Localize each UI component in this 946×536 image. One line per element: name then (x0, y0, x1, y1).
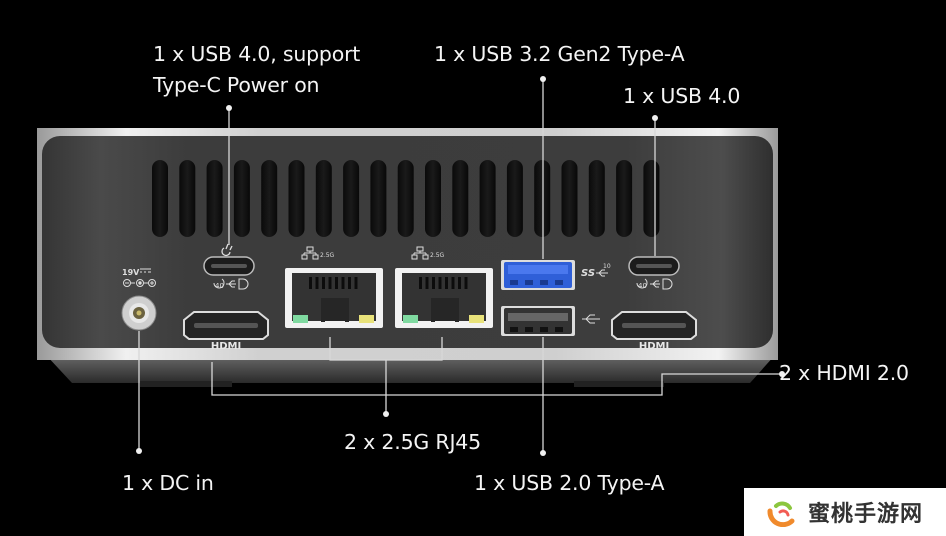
dc-polarity-icon (123, 279, 156, 287)
vent-slot (261, 160, 278, 237)
lan-speed-label: 2.5G (430, 252, 445, 259)
usb4-badge-right: 40 (636, 278, 648, 290)
dc-ripple-icon (140, 268, 151, 273)
callout-usb4: 1 x USB 4.0 (623, 84, 741, 108)
vent-slot (616, 160, 633, 237)
usb-icon (226, 280, 236, 288)
lan-led-yellow (359, 315, 374, 323)
vent-slot (534, 160, 551, 237)
usb-icon (650, 280, 660, 288)
usb20-port (501, 306, 600, 336)
vent-slot (179, 160, 196, 237)
vent-slot (561, 160, 578, 237)
vent-slot (397, 160, 414, 237)
power-plug-icon (221, 243, 233, 257)
network-icon (301, 246, 319, 260)
svg-text:40: 40 (215, 282, 224, 290)
callout-usb32-gen2: 1 x USB 3.2 Gen2 Type-A (434, 42, 685, 66)
callout-dc-in: 1 x DC in (122, 471, 214, 495)
lan-led-green (403, 315, 418, 323)
callout-dots (136, 76, 785, 456)
vent-slot (425, 160, 441, 237)
usb4-badge-left: 40 (213, 278, 225, 290)
callout-usb4-power-line2: Type-C Power on (153, 73, 320, 97)
watermark-logo-icon (767, 501, 795, 527)
svg-text:10: 10 (603, 263, 611, 270)
callout-usb20: 1 x USB 2.0 Type-A (474, 471, 665, 495)
usb4-port-power: 40 (203, 243, 255, 290)
vent-slot (206, 160, 223, 237)
callout-hdmi: 2 x HDMI 2.0 (779, 361, 909, 385)
foot-left (140, 381, 232, 387)
hdmi-logo-right: HDMI (639, 341, 669, 352)
watermark: 蜜桃手游网 (744, 488, 946, 536)
hdmi-logo-left: HDMI (211, 341, 241, 352)
callout-usb4-power-line1: 1 x USB 4.0, support (153, 42, 361, 66)
svg-text:SS: SS (581, 268, 595, 279)
vent-slot (643, 160, 660, 237)
watermark-text: 蜜桃手游网 (808, 502, 924, 527)
foot-right (574, 381, 664, 387)
superspeed-icon: SS 10 (581, 263, 611, 279)
vent-slot (233, 160, 250, 237)
leader-hdmi (211, 362, 782, 396)
vent-slot (479, 160, 496, 237)
lan-led-green (293, 315, 308, 323)
lan-led-yellow (469, 315, 484, 323)
vent-slot (506, 160, 523, 237)
dc-in-port: 19V (121, 268, 157, 331)
hdmi-port-right: HDMI (611, 311, 697, 352)
network-icon (411, 246, 429, 260)
vent-slot (452, 160, 469, 237)
rj45-port-right: 2.5G (395, 246, 493, 328)
chassis-base (46, 355, 775, 383)
displayport-icon (662, 278, 673, 290)
dc-voltage-label: 19V (122, 268, 140, 277)
callout-rj45: 2 x 2.5G RJ45 (344, 430, 481, 454)
vent-slot (343, 160, 360, 237)
lan-speed-label: 2.5G (320, 252, 335, 259)
callout-lines (138, 79, 782, 453)
vent-slot (588, 160, 605, 237)
hdmi-port-left: HDMI (183, 311, 269, 352)
svg-text:40: 40 (638, 282, 647, 290)
rj45-port-left: 2.5G (285, 246, 383, 328)
usb32-gen2-port: SS 10 (501, 260, 611, 290)
vent-slot (288, 160, 305, 237)
usb-icon (582, 314, 600, 324)
vent-slot (370, 160, 387, 237)
usb4-port: 40 (628, 256, 680, 290)
vent-slot (152, 160, 168, 237)
displayport-icon (238, 278, 249, 290)
vent-slot (315, 160, 332, 237)
